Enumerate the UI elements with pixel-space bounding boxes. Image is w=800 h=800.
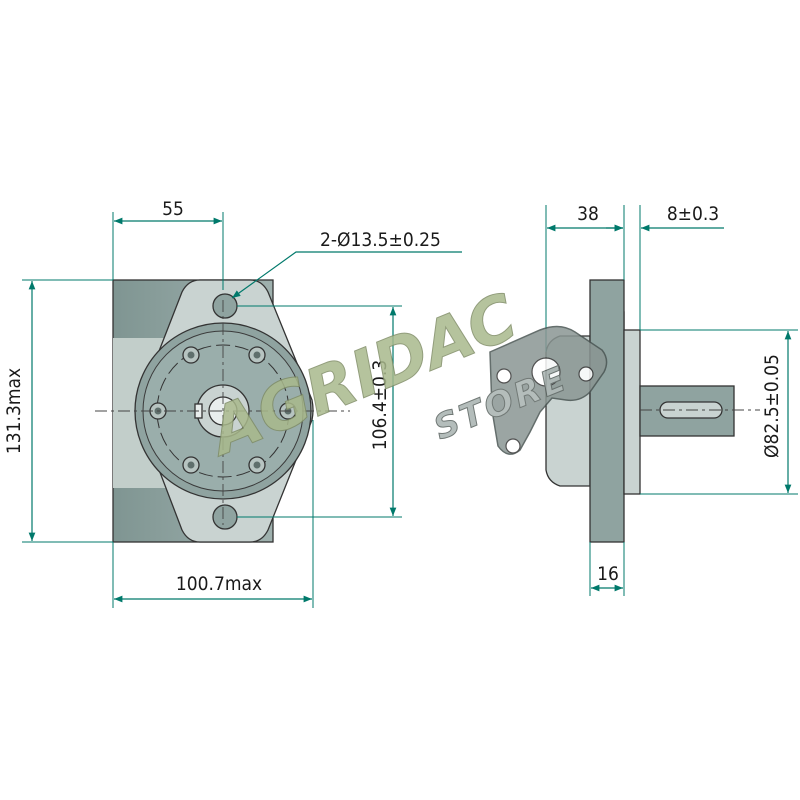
front-dimensions: 55 2-Ø13.5±0.25 131.3max 106.4±0.3 100.7… xyxy=(3,198,462,608)
side-dimensions: 38 8±0.3 Ø82.5±0.05 16 xyxy=(545,203,798,596)
side-flange-plate xyxy=(589,279,625,543)
dim-hole-callout: 2-Ø13.5±0.25 xyxy=(320,229,441,251)
bolt xyxy=(248,346,266,364)
bolt xyxy=(182,346,200,364)
dim-flange-thickness: 16 xyxy=(597,563,619,585)
side-view xyxy=(545,279,760,543)
hole-leader xyxy=(231,251,462,299)
dim-height-max: 131.3max xyxy=(3,368,25,454)
dim-width-max: 100.7max xyxy=(176,573,262,595)
dim-flange-offset: 8±0.3 xyxy=(667,203,719,225)
agridac-logo-icon xyxy=(489,325,608,455)
bolt xyxy=(182,456,200,474)
mounting-hole-bottom xyxy=(212,504,238,530)
dim-pilot-diameter: Ø82.5±0.05 xyxy=(761,354,783,458)
dim-width-top: 55 xyxy=(162,198,184,220)
dim-depth: 38 xyxy=(577,203,599,225)
front-view xyxy=(95,279,350,543)
dim-hole-spacing: 106.4±0.3 xyxy=(369,360,391,450)
bolt xyxy=(248,456,266,474)
pilot-ring xyxy=(623,329,641,495)
